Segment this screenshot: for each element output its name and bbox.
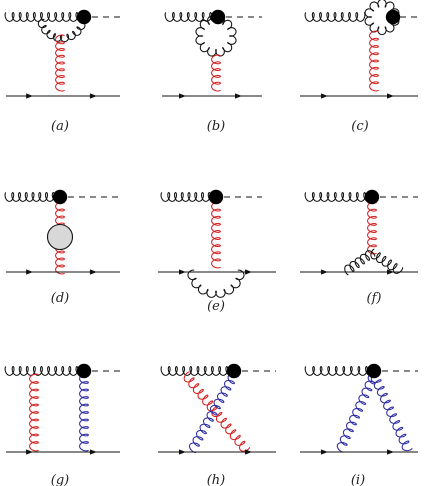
gluon-self-energy-loop xyxy=(195,15,237,57)
exchanged-gluon xyxy=(211,201,221,269)
effective-vertex-dot xyxy=(226,363,242,379)
diagram-panel-d: (d) xyxy=(4,189,120,306)
panel-label: (e) xyxy=(207,299,225,314)
effective-vertex-dot xyxy=(210,9,226,25)
panel-label: (b) xyxy=(207,119,225,134)
quark-arrow-icon xyxy=(89,93,97,99)
panel-label: (c) xyxy=(351,119,368,134)
incoming-gluon xyxy=(164,12,220,22)
exchanged-gluon-red xyxy=(29,373,39,452)
exchanged-gluon xyxy=(369,30,379,92)
crossed-gluon-red xyxy=(183,371,251,452)
diagram-panel-e: (e) xyxy=(158,189,276,314)
incoming-gluon xyxy=(304,12,366,22)
incoming-gluon xyxy=(160,192,218,202)
quark-arrow-icon xyxy=(320,269,328,275)
panel-label: (i) xyxy=(351,473,365,486)
effective-vertex-dot xyxy=(366,363,382,379)
quark-self-energy-gluon xyxy=(187,269,245,298)
exchanged-gluon-blue xyxy=(79,373,89,452)
panel-label: (d) xyxy=(51,291,69,306)
effective-vertex-dot xyxy=(76,9,92,25)
exchanged-gluon xyxy=(211,54,221,92)
quark-arrow-icon xyxy=(387,93,395,99)
incoming-gluon xyxy=(304,366,376,376)
quark-arrow-icon xyxy=(26,93,34,99)
gluon-triangle-loop xyxy=(37,18,86,43)
exchanged-gluon xyxy=(367,201,377,255)
incoming-gluon xyxy=(4,192,62,202)
quark-arrow-icon xyxy=(89,449,97,455)
diagram-panel-i: (i) xyxy=(300,363,418,486)
effective-vertex-dot xyxy=(364,189,380,205)
quark-arrow-icon xyxy=(26,449,34,455)
diagram-panel-f: (f) xyxy=(300,189,418,306)
quark-arrow-icon xyxy=(245,449,253,455)
quark-arrow-icon xyxy=(179,93,186,99)
diagram-panel-b: (b) xyxy=(162,9,262,134)
effective-vertex-dot xyxy=(385,9,401,25)
quark-arrow-icon xyxy=(387,449,395,455)
effective-vertex-dot xyxy=(208,189,224,205)
panel-label: (a) xyxy=(51,119,69,134)
quark-arrow-icon xyxy=(245,269,253,275)
panel-label: (g) xyxy=(51,473,69,486)
gluon-vertex-loop xyxy=(364,0,400,36)
exchanged-gluon xyxy=(55,34,65,92)
vertex-gluon-left xyxy=(344,250,376,276)
quark-arrow-icon xyxy=(178,269,186,275)
incoming-gluon xyxy=(4,12,86,22)
exchanged-gluon-blue-right xyxy=(370,372,413,452)
diagram-panel-g: (g) xyxy=(4,363,120,486)
vertex-gluon-right xyxy=(370,248,404,274)
incoming-gluon xyxy=(4,366,86,376)
quark-arrow-icon xyxy=(320,449,328,455)
quark-arrow-icon xyxy=(26,269,34,275)
panel-label: (h) xyxy=(207,473,226,486)
diagram-panel-c: (c) xyxy=(300,0,418,134)
quark-arrow-icon xyxy=(320,93,328,99)
self-energy-blob xyxy=(46,223,74,251)
diagram-panel-h: (h) xyxy=(158,363,276,486)
quark-arrow-icon xyxy=(235,93,242,99)
incoming-gluon xyxy=(160,366,236,376)
effective-vertex-dot xyxy=(76,363,92,379)
diagram-panel-a: (a) xyxy=(4,9,120,134)
panel-label: (f) xyxy=(367,291,382,306)
quark-arrow-icon xyxy=(178,449,186,455)
crossed-gluon-blue xyxy=(189,373,239,453)
quark-arrow-icon xyxy=(387,269,395,275)
effective-vertex-dot xyxy=(52,189,68,205)
incoming-gluon xyxy=(304,192,374,202)
quark-arrow-icon xyxy=(89,269,97,275)
exchanged-gluon-blue-left xyxy=(336,373,379,453)
